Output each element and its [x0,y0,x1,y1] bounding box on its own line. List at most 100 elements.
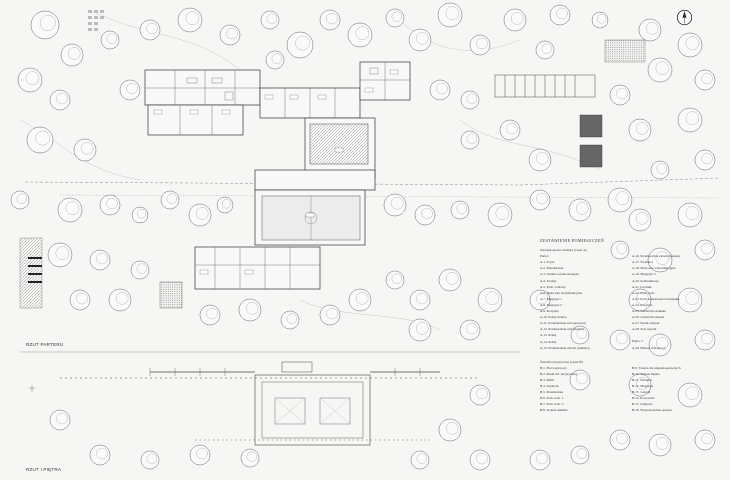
tree-canopy-detail [506,122,518,135]
tree-canopy-detail [391,197,404,210]
first-floor-plan [60,361,480,446]
tree-canopy-detail [416,453,427,464]
tree-canopy-detail [106,197,118,210]
tree-canopy [647,247,673,273]
gravel-patch [604,39,646,63]
legend-item: A.1. Foyer [540,260,555,265]
tree-canopy-detail [616,87,628,100]
legend-item: A.3. Szatnia ogólnodostępna [540,272,579,277]
tree-canopy-detail [536,192,548,205]
tree-canopy-detail [576,372,588,385]
tree-canopy-detail [616,432,628,445]
legend-item: A.22. Pom. tech. [632,290,655,295]
tree-canopy-detail [126,82,138,95]
tree-canopy-detail [685,111,700,125]
tree-canopy-detail [106,33,117,44]
tree-canopy [648,333,672,357]
tree-canopy-detail [286,313,297,324]
tree-canopy [609,329,631,351]
tree-canopy [628,288,652,312]
tree-canopy [238,298,262,322]
legend-item: A.23. Pom. konserwatora budynku [632,296,680,301]
legend-item: B.7. Pom. tech. 2 [540,402,564,407]
tree-canopy [469,34,491,56]
tree-canopy [569,369,591,391]
tree-canopy-detail [556,7,568,20]
legend-item: A.21. Łącznik [632,284,652,289]
tree-canopy [108,288,132,312]
tree-canopy [10,190,30,210]
tree-canopy [529,189,551,211]
tree-canopy [347,22,373,48]
tree-canopy-detail [166,193,177,204]
tree-canopy [694,429,716,451]
tree-canopy-detail [96,252,108,265]
tree-canopy-detail [295,35,310,51]
tree-canopy-detail [476,452,488,465]
tree-canopy-detail [636,212,649,225]
tree-canopy [409,289,431,311]
legend-first-floor: Piętro 1: [632,339,644,344]
legend-item: B.9. Toaleta dla niepełnosprawnych [632,365,681,370]
tree-canopy [216,196,234,214]
tree-canopy-detail [356,292,369,305]
tree-canopy-detail [597,14,607,24]
tree-canopy-detail [576,448,587,459]
tree-canopy-detail [536,452,548,465]
stepping-stones [88,10,104,31]
tree-canopy [414,204,436,226]
tree-canopy [570,325,590,345]
tree-canopy-detail [656,163,667,174]
tree-canopy-detail [646,22,659,35]
legend-item: B.4. Zaplecze [540,384,559,389]
tree-canopy [26,126,54,154]
tree-canopy-detail [616,332,628,345]
tree-canopy [280,310,300,330]
tree-canopy-detail [701,152,713,165]
tree-canopy-detail [206,307,218,320]
tree-canopy-detail [615,191,630,205]
room-tags [153,69,399,275]
tree-canopy [610,240,630,260]
legend-item: A.11. Przebieralnia sali sportowej [540,321,586,326]
site-boundary [24,177,721,186]
furniture [186,67,379,101]
legend-item: B.16. Wypożyczalnia sprzętu [632,408,672,413]
tree-canopy-detail [416,322,429,335]
tree-canopy-detail [536,152,549,165]
tree-canopy [450,200,470,220]
tree-canopy [477,287,503,313]
legend-item: A.16. Przebieralnia zlewni (męska) [632,254,680,259]
legend-item: A.10. Pokój trenera [540,315,567,320]
ground-floor-building [144,61,411,290]
tree-canopy-detail [636,292,649,305]
tree-canopy [528,148,552,172]
north-arrow-icon [676,9,693,26]
tree-canopy-detail [136,263,147,274]
tree-canopy [49,89,71,111]
legend-col2: A.16. Przebieralnia zlewni (męska)A.17. … [632,253,718,332]
first-floor-label: RZUT I PIĘTRA [26,467,62,472]
tree-canopy-detail [246,451,257,462]
tree-canopy [591,11,609,29]
legend-item: B.6. Pom. tech. 1 [540,396,564,401]
legend-item: A.2. Przedsionek [540,266,564,271]
tree-canopy-detail [326,12,338,25]
tree-canopy-detail [80,142,94,155]
tree-canopy [609,429,631,451]
legend-item: B.10. Toaleta męska [632,371,660,376]
legend-item: A.7. Magazyn 1 [540,296,562,301]
tree-canopy-detail [655,251,670,265]
tree-canopy-detail [67,47,81,60]
tree-canopy [60,43,84,67]
tree-canopy-detail [271,53,282,64]
legend-item: B.8. Toaleta damska [540,408,568,413]
tree-canopy [57,197,83,223]
tree-canopy-detail [421,207,433,220]
tree-canopy [529,449,551,471]
tree-canopy-detail [76,292,88,305]
tree-canopy [410,450,430,470]
tree-canopy-detail [416,32,429,45]
